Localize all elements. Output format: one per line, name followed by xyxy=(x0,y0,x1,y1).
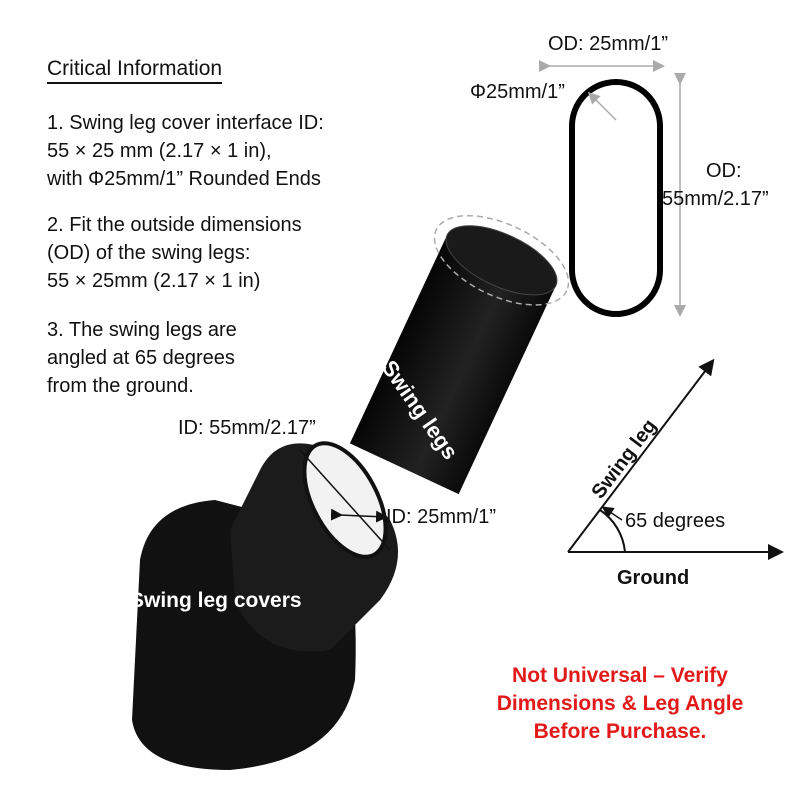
covers-label: Swing leg covers xyxy=(130,589,302,612)
warning-line2: Dimensions & Leg Angle xyxy=(496,692,744,715)
swing-leg-tube xyxy=(349,214,570,495)
critical-info-title: Critical Information xyxy=(47,56,223,84)
info-item2-line3: 55 × 25mm (2.17 × 1 in) xyxy=(47,270,261,292)
info-item1-line3: with Φ25mm/1” Rounded Ends xyxy=(47,168,321,190)
warning-line3: Before Purchase. xyxy=(533,720,707,743)
od-width-label: OD: 25mm/1” xyxy=(548,33,669,55)
id-short-label: ID: 25mm/1” xyxy=(386,506,497,528)
id-long-label: ID: 55mm/2.17” xyxy=(178,417,316,439)
info-item3-line1: 3. The swing legs are xyxy=(47,319,237,341)
compatibility-warning: Not Universal – Verify Dimensions & Leg … xyxy=(470,662,770,746)
od-height-label-1: OD: xyxy=(706,160,742,182)
warning-line1: Not Universal – Verify xyxy=(512,664,728,687)
oval-cross-section xyxy=(539,60,686,317)
ground-label: Ground xyxy=(617,567,690,589)
angle-label: 65 degrees xyxy=(625,510,726,532)
radius-label: Φ25mm/1” xyxy=(470,81,565,103)
info-item3-line3: from the ground. xyxy=(47,375,194,397)
swing-leg-cover xyxy=(132,441,398,770)
info-item1-line2: 55 × 25 mm (2.17 × 1 in), xyxy=(47,140,272,162)
info-item2-line2: (OD) of the swing legs: xyxy=(47,242,251,264)
info-item1-line1: 1. Swing leg cover interface ID: xyxy=(47,112,324,134)
info-item2-line1: 2. Fit the outside dimensions xyxy=(47,214,302,236)
info-item3-line2: angled at 65 degrees xyxy=(47,347,235,369)
angle-diagram xyxy=(567,358,784,560)
od-height-label-2: 55mm/2.17” xyxy=(662,188,769,210)
